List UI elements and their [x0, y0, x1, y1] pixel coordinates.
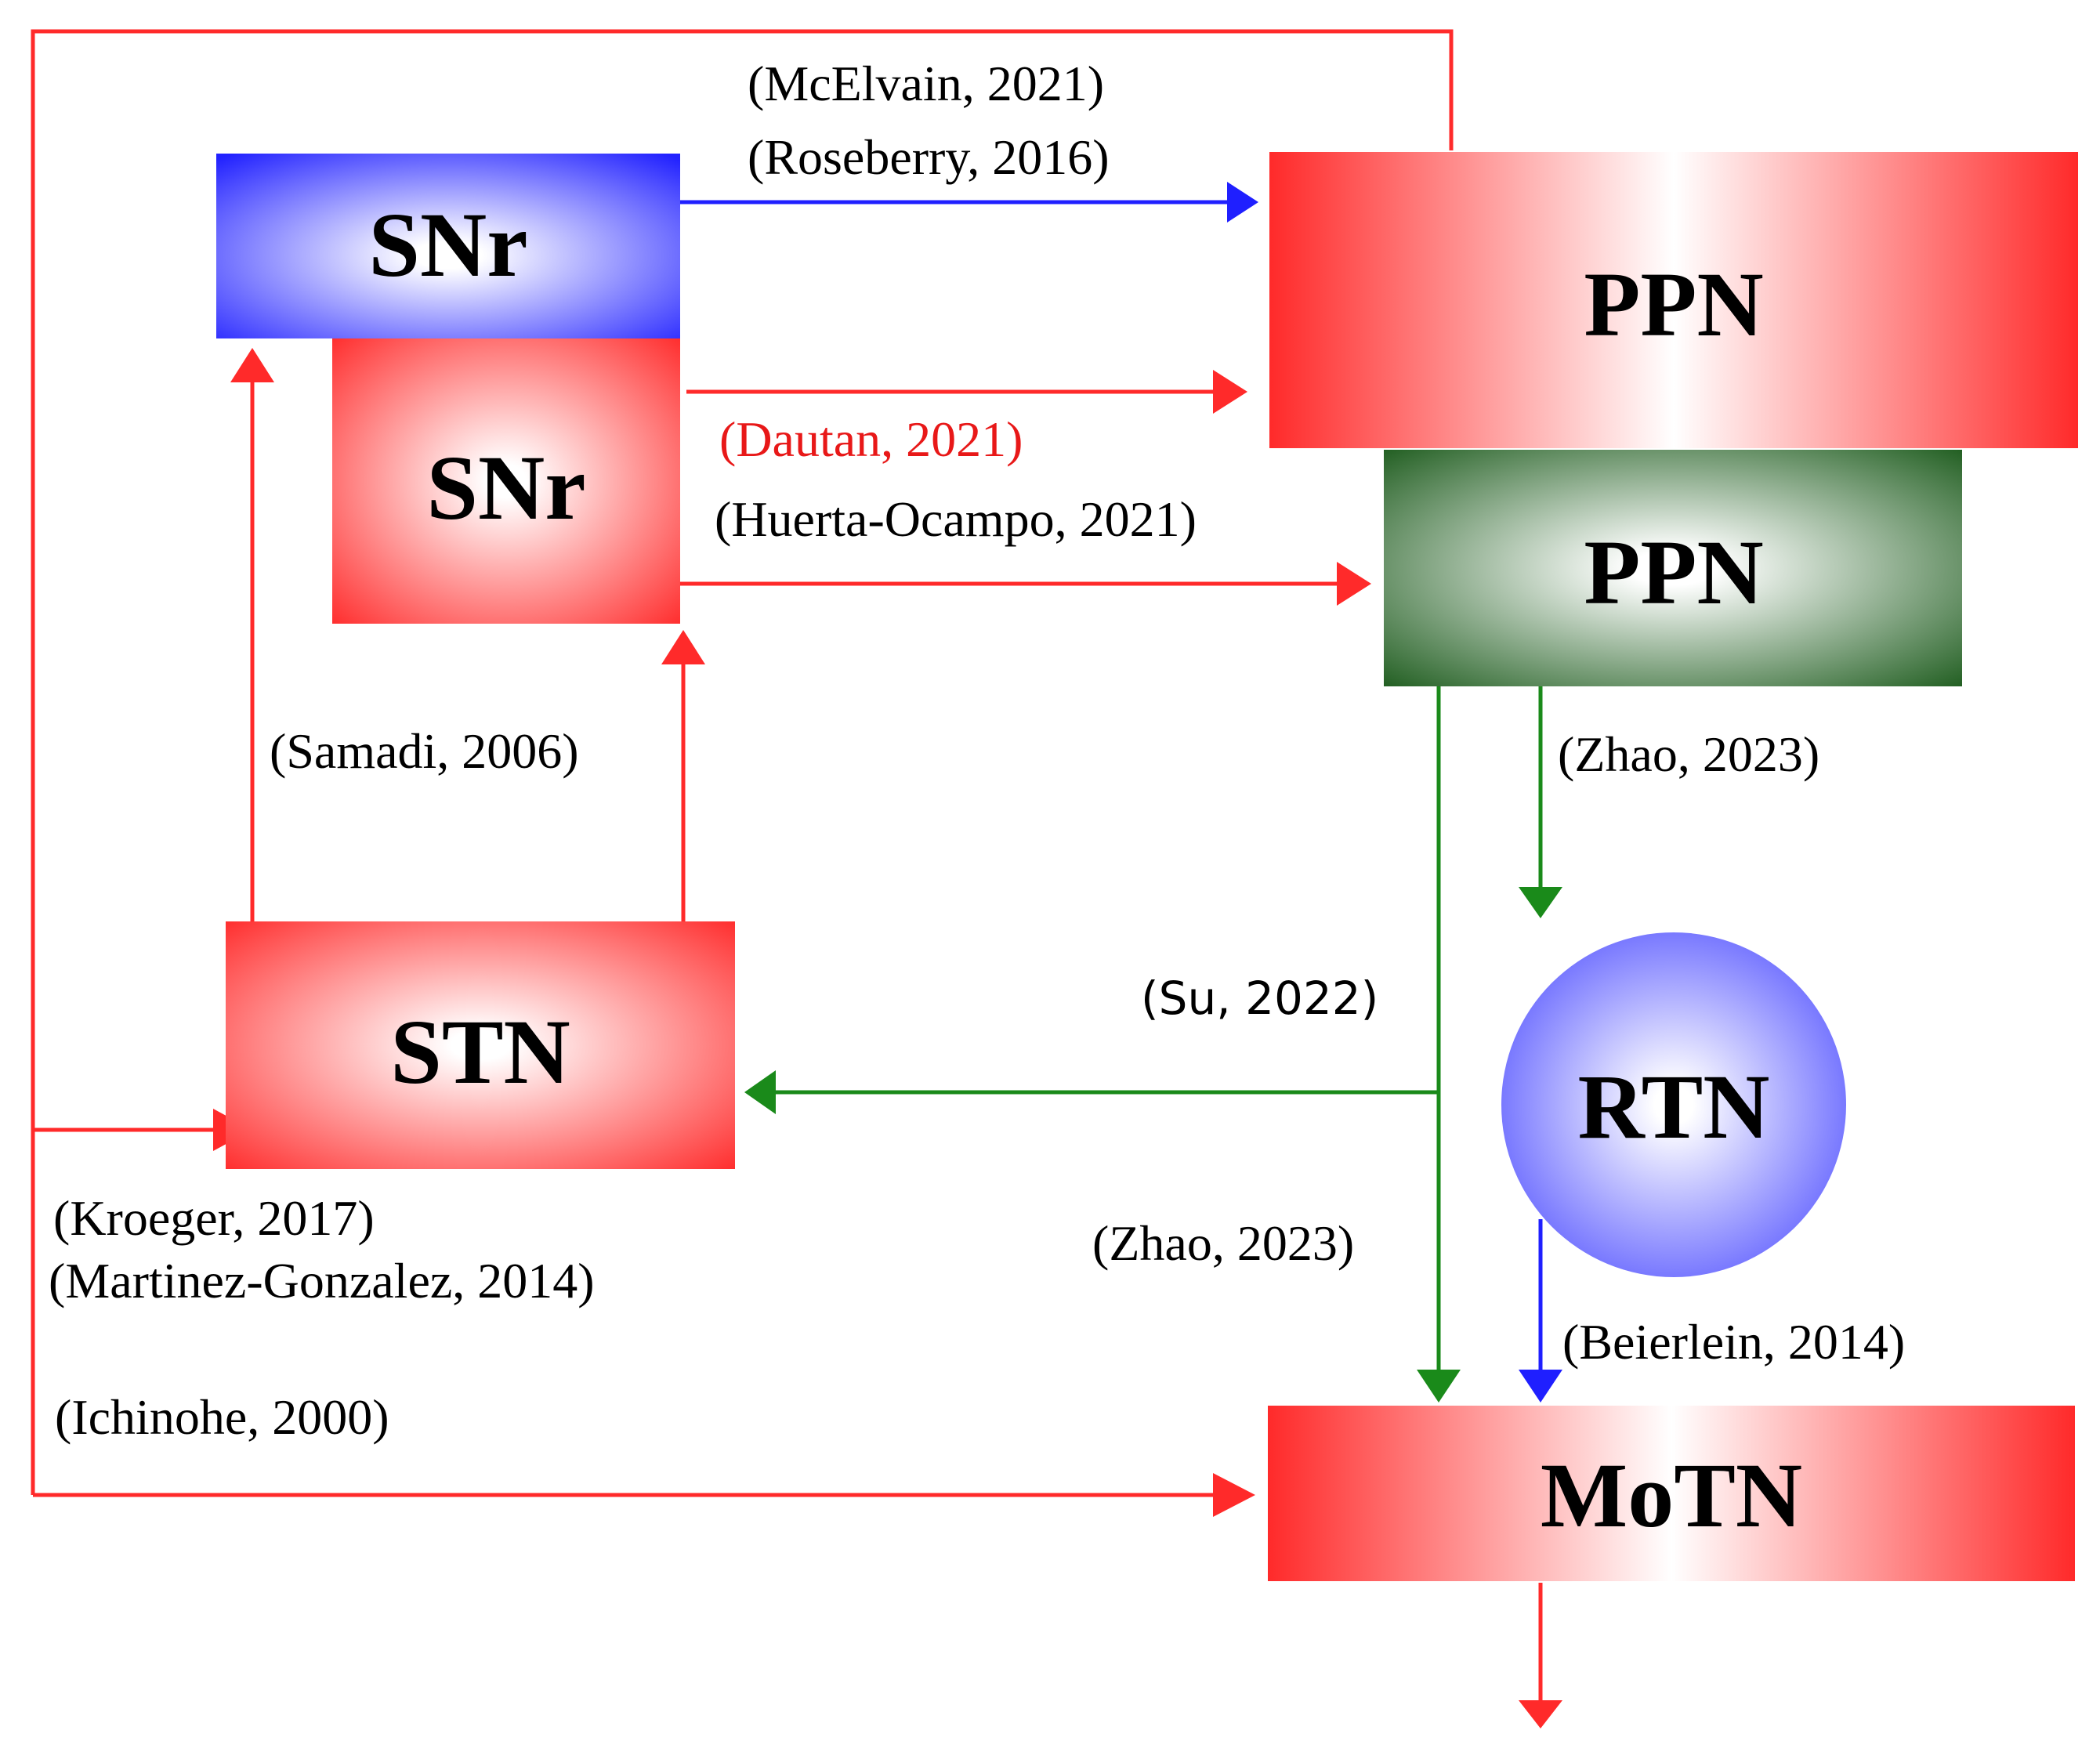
citation-mcelvain: (McElvain, 2021): [748, 56, 1104, 111]
snr-blue-to-ppn-arrowhead: [1227, 182, 1258, 223]
ppn-to-rtn-arrowhead: [1519, 887, 1562, 918]
citation-dautan: (Dautan, 2021): [719, 411, 1023, 467]
snr-red-to-ppn-arrowhead: [1213, 370, 1247, 414]
ppn-outer-loop-line: [31, 29, 1454, 1495]
rtn-to-motn-arrowhead: [1519, 1370, 1562, 1403]
citation-samadi: (Samadi, 2006): [270, 723, 579, 779]
ppn-green-node: PPN: [1384, 450, 1962, 686]
ppn-red-label: PPN: [1584, 253, 1763, 356]
citation-beierlein: (Beierlein, 2014): [1562, 1314, 1905, 1370]
ppn-to-stn-arrowhead: [744, 1070, 776, 1114]
stn-label: STN: [390, 1001, 570, 1103]
citation-zhao-motn: (Zhao, 2023): [1092, 1215, 1354, 1271]
citation-huerta-ocampo: (Huerta-Ocampo, 2021): [715, 491, 1197, 547]
stn-to-snr-red-arrowhead: [661, 630, 705, 664]
citation-zhao-rtn: (Zhao, 2023): [1558, 726, 1819, 782]
citation-martinez-gonzalez: (Martinez-Gonzalez, 2014): [49, 1253, 595, 1308]
motn-output-arrowhead: [1519, 1700, 1562, 1728]
citation-su: (Su, 2022): [1141, 972, 1378, 1025]
stn-node: STN: [226, 921, 735, 1169]
ppn-to-motn-arrowhead: [1417, 1370, 1461, 1403]
rtn-node: RTN: [1501, 932, 1846, 1277]
snr-blue-node: SNr: [216, 154, 680, 338]
citation-roseberry: (Roseberry, 2016): [748, 129, 1110, 185]
motn-label: MoTN: [1541, 1444, 1802, 1547]
snr-red-to-ppn-green-arrowhead: [1337, 562, 1371, 606]
rtn-label: RTN: [1578, 1055, 1770, 1158]
ppn-red-node: PPN: [1269, 152, 2078, 448]
motn-node: MoTN: [1268, 1406, 2075, 1581]
snr-red-node: SNr: [332, 338, 680, 624]
snr-blue-label: SNr: [368, 194, 527, 296]
loop-to-motn-arrowhead: [1213, 1473, 1255, 1517]
ppn-green-label: PPN: [1584, 521, 1763, 624]
citation-ichinohe: (Ichinohe, 2000): [55, 1389, 389, 1445]
snr-red-label: SNr: [426, 436, 585, 539]
citation-kroeger: (Kroeger, 2017): [53, 1190, 375, 1246]
stn-to-snr-blue-arrowhead: [230, 348, 274, 382]
